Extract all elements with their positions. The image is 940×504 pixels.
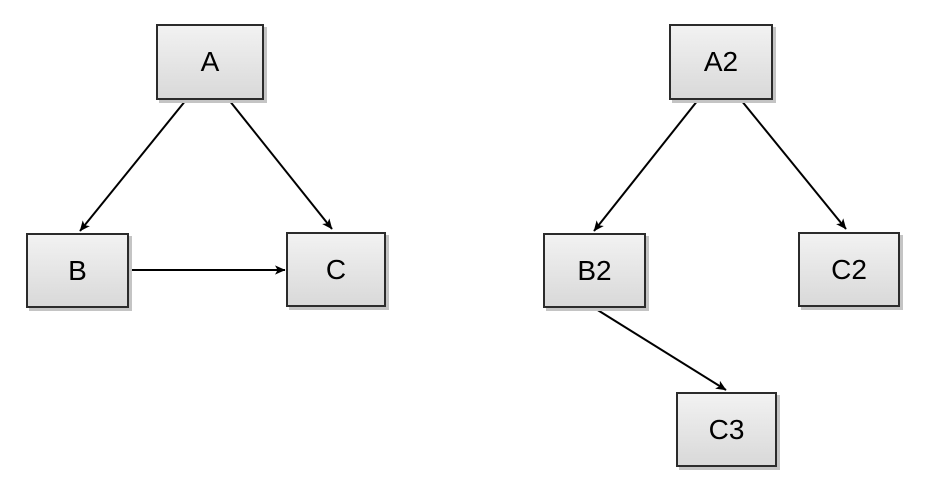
node-label: C2	[831, 253, 867, 285]
node-label: B2	[577, 254, 612, 286]
node-c3[interactable]: C3	[676, 392, 777, 467]
edge-a-to-b	[79, 99, 187, 232]
node-a[interactable]: A	[156, 24, 264, 100]
node-label: C3	[708, 413, 745, 445]
node-c[interactable]: C	[286, 232, 386, 307]
node-label: C	[325, 253, 347, 285]
edge-a2-to-c2	[740, 99, 847, 230]
node-label: A2	[703, 46, 739, 77]
node-b[interactable]: B	[26, 233, 129, 308]
edge-a-to-c	[228, 99, 333, 230]
node-b2[interactable]: B2	[543, 233, 646, 308]
node-label: A	[200, 46, 220, 77]
edge-b2-to-c3	[595, 308, 727, 391]
node-c2[interactable]: C2	[798, 232, 900, 307]
edges	[79, 99, 847, 391]
node-a2[interactable]: A2	[669, 24, 773, 100]
edge-a2-to-b2	[593, 99, 699, 232]
node-label: B	[68, 254, 87, 286]
